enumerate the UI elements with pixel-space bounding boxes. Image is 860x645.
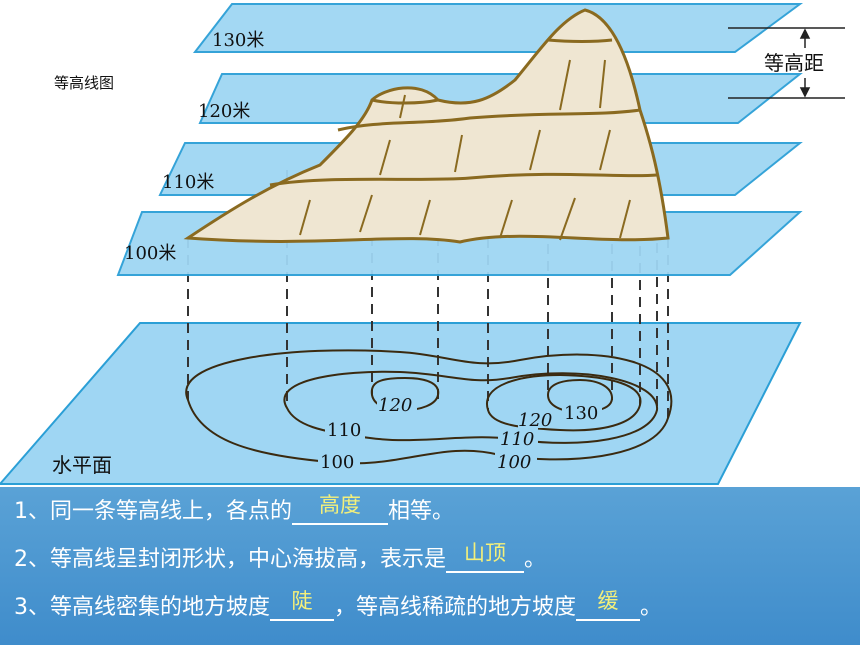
question-2-suffix: 。: [524, 547, 547, 572]
contour-label-120-left: 120: [378, 395, 412, 416]
question-1: 1、同一条等高线上，各点的 高度 相等。: [14, 493, 454, 525]
plane-label-130: 130米: [212, 30, 264, 51]
base-plane-label: 水平面: [52, 453, 112, 477]
contour-label-130: 130: [564, 403, 598, 424]
question-2-answer: 山顶: [464, 541, 506, 565]
question-2-blank: 山顶: [446, 541, 524, 573]
contour-diagram: 130米 120米 110米 100米 等高距 水平面 120 120 130 …: [0, 3, 845, 485]
interval-label: 等高距: [764, 51, 824, 75]
question-3-blank-1: 陡: [270, 589, 334, 621]
contour-label-120-right: 120: [518, 410, 552, 431]
question-3: 3、等高线密集的地方坡度陡 ，等高线稀疏的地方坡度缓。: [14, 589, 662, 621]
contour-label-100-right: 100: [497, 452, 531, 473]
question-1-suffix: 相等。: [388, 499, 455, 524]
contour-label-110-left: 110: [327, 420, 361, 441]
mountain: [183, 8, 670, 244]
question-3-blank-2: 缓: [576, 589, 641, 621]
plane-label-100: 100米: [124, 243, 176, 264]
contour-label-110-right: 110: [500, 429, 534, 450]
question-1-prefix: 1、同一条等高线上，各点的: [14, 499, 292, 524]
contour-label-100-left: 100: [320, 452, 354, 473]
question-3-answer-2: 缓: [597, 589, 619, 613]
question-3-answer-1: 陡: [291, 589, 313, 613]
slide-title: 等高线图: [54, 74, 115, 92]
question-3-prefix: 3、等高线密集的地方坡度: [14, 595, 270, 620]
plane-130: [192, 3, 804, 53]
question-panel: 1、同一条等高线上，各点的 高度 相等。 2、等高线呈封闭形状，中心海拔高，表示是山…: [0, 487, 860, 645]
question-1-blank: 高度: [292, 493, 388, 525]
question-2-prefix: 2、等高线呈封闭形状，中心海拔高，表示是: [14, 547, 446, 572]
interval-bracket: [728, 27, 845, 99]
question-3-suffix: 。: [640, 595, 663, 620]
plane-label-110: 110米: [162, 172, 214, 193]
plane-label-120: 120米: [198, 101, 250, 122]
question-1-answer: 高度: [319, 493, 361, 517]
question-2: 2、等高线呈封闭形状，中心海拔高，表示是山顶。: [14, 541, 546, 573]
question-3-middle: ，等高线稀疏的地方坡度: [334, 595, 577, 620]
